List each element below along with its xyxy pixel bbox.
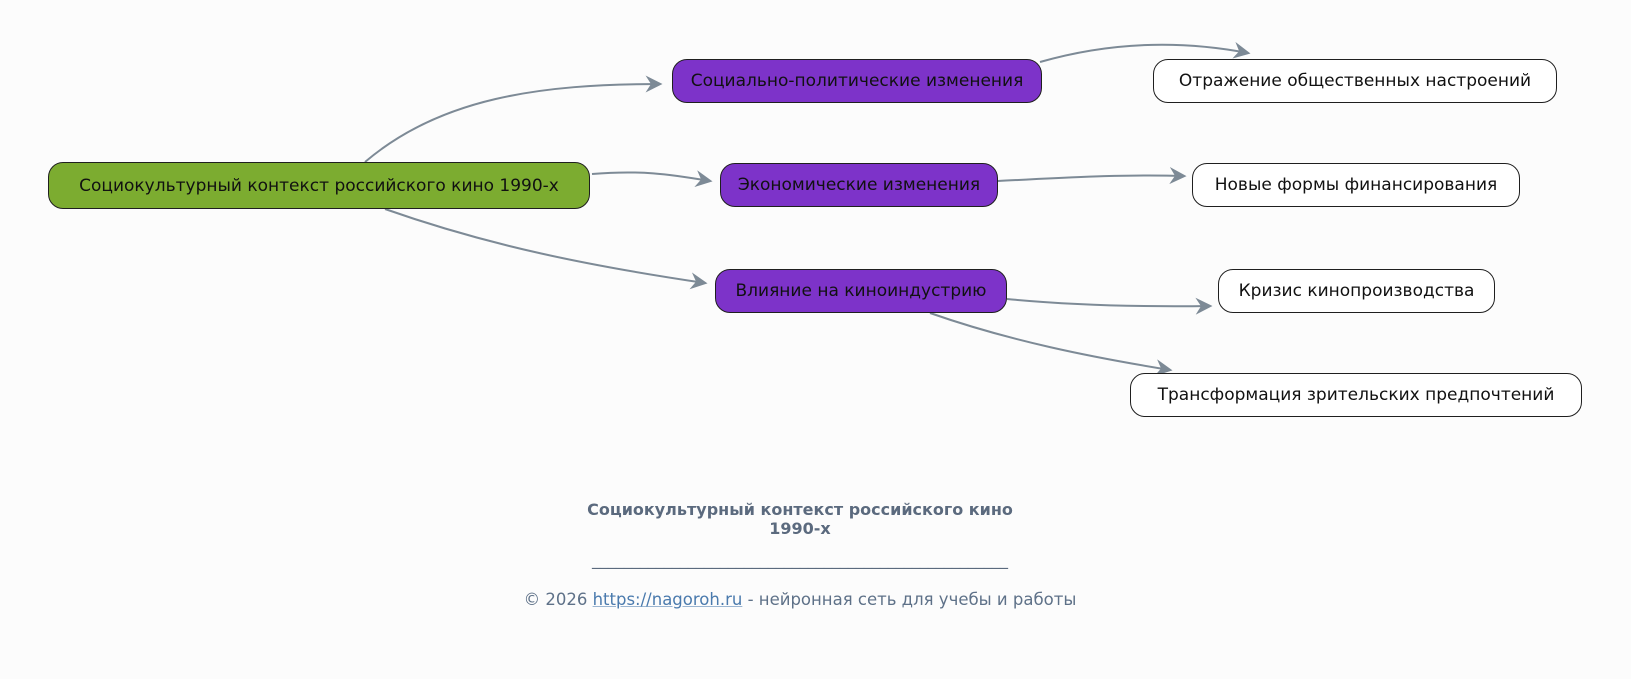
edge-root-branch3 — [384, 208, 708, 290]
edge-root-branch2 — [591, 170, 713, 188]
node-leaf-financing-forms: Новые формы финансирования — [1192, 163, 1520, 207]
node-leaf-production-crisis: Кризис кинопроизводства — [1218, 269, 1495, 313]
node-leaf-audience-preferences: Трансформация зрительских предпочтений — [1130, 373, 1582, 417]
site-link[interactable]: https://nagoroh.ru — [592, 590, 743, 609]
edge-branch2-leaf2 — [997, 167, 1187, 185]
edge-root-branch1 — [364, 75, 663, 163]
footer-copyright: © 2026 https://nagoroh.ru - нейронная се… — [0, 590, 1600, 609]
node-leaf-public-moods: Отражение общественных настроений — [1153, 59, 1557, 103]
node-branch-socio-political: Социально-политические изменения — [672, 59, 1042, 103]
node-branch-film-industry: Влияние на киноиндустрию — [715, 269, 1007, 313]
footer-divider: ________________________________________… — [592, 550, 1008, 569]
copyright-suffix: - нейронная сеть для учебы и работы — [742, 590, 1077, 609]
edge-branch3-leaf3 — [1006, 297, 1213, 315]
node-branch-economic: Экономические изменения — [720, 163, 998, 207]
edge-branch3-leaf4 — [929, 312, 1173, 377]
copyright-prefix: © 2026 — [523, 590, 593, 609]
footer: Социокультурный контекст российского кин… — [0, 500, 1600, 609]
footer-title: Социокультурный контекст российского кин… — [587, 500, 1013, 538]
node-root: Социокультурный контекст российского кин… — [48, 162, 590, 209]
